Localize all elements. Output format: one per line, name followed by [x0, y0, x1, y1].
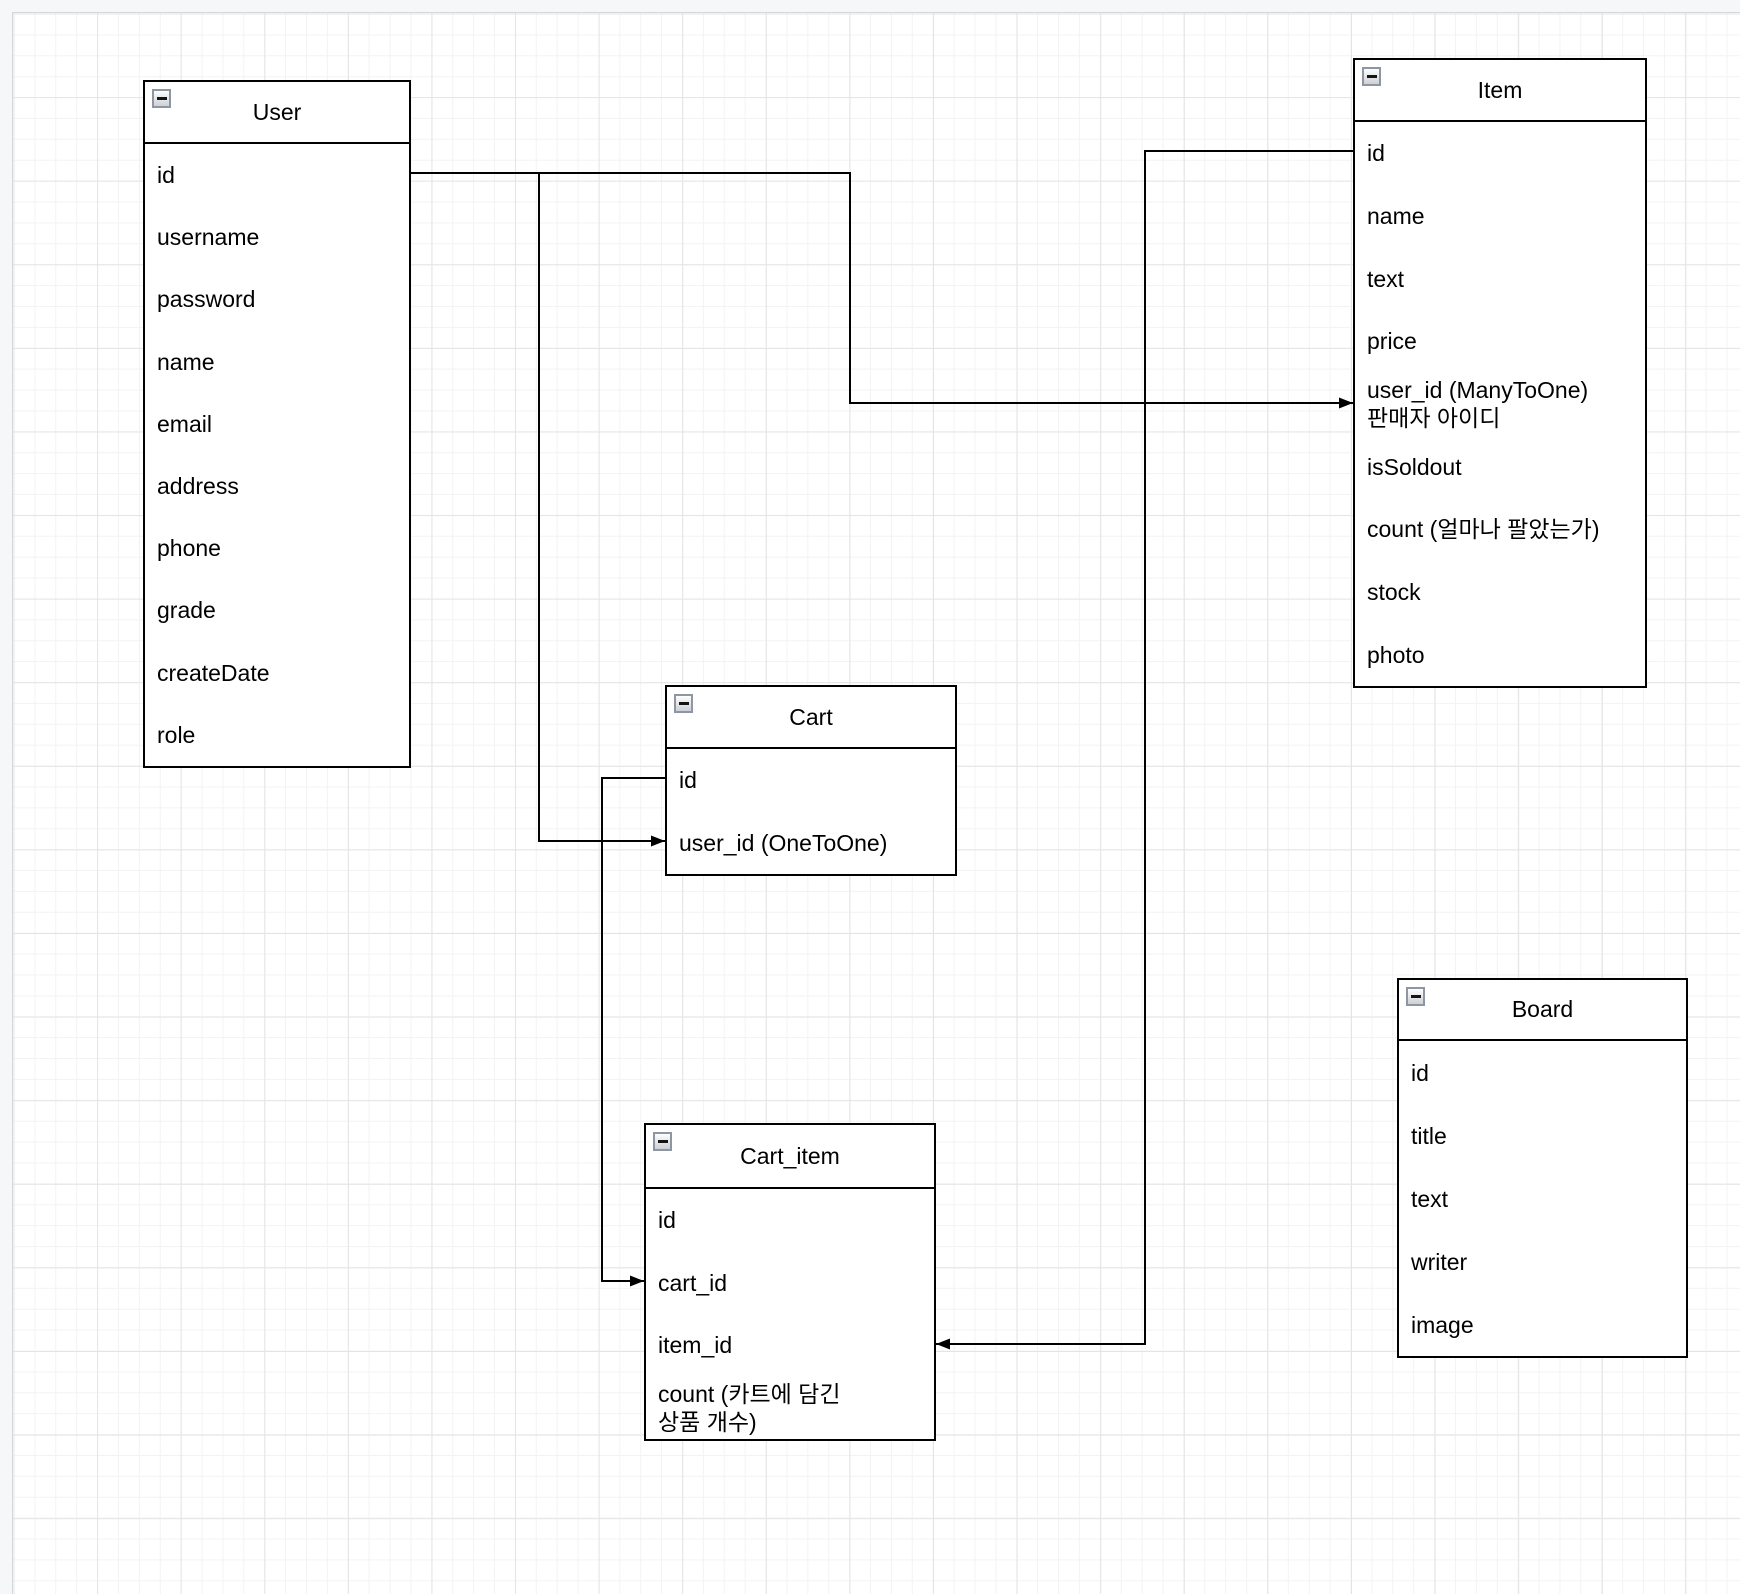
field-label: username [157, 224, 260, 251]
table-cart[interactable]: Cart id user_id (OneToOne) [665, 685, 957, 876]
minus-glyph [678, 702, 689, 705]
minus-glyph [1410, 995, 1421, 998]
field-label: name [1367, 203, 1425, 230]
field-label: photo [1367, 641, 1425, 668]
table-row-item-6[interactable]: count (얼마나 팔았는가) [1355, 498, 1645, 561]
table-row-board-4[interactable]: image [1399, 1293, 1686, 1356]
table-row-cart_item-1[interactable]: cart_id [646, 1252, 934, 1315]
table-item[interactable]: Item id name text price user_id (ManyToOne) 판… [1353, 58, 1647, 689]
collapse-minus-icon[interactable] [653, 1132, 672, 1151]
field-label: createDate [157, 659, 270, 686]
table-title: Cart [789, 703, 833, 730]
field-label: text [1367, 265, 1405, 292]
table-row-item-4[interactable]: user_id (ManyToOne) 판매자 아이디 [1355, 373, 1645, 436]
field-label: id [1411, 1059, 1429, 1086]
table-header[interactable]: Board [1399, 980, 1686, 1041]
table-row-cart_item-3[interactable]: count (카트에 담긴 상품 개수) [646, 1377, 934, 1440]
field-label: address [157, 473, 239, 500]
table-row-item-3[interactable]: price [1355, 310, 1645, 373]
field-label: image [1411, 1311, 1474, 1338]
field-label: id [679, 767, 697, 794]
table-rows: id user_id (OneToOne) [667, 749, 955, 874]
table-title: Cart_item [740, 1142, 840, 1169]
table-row-item-2[interactable]: text [1355, 247, 1645, 310]
field-label: phone [157, 535, 221, 562]
table-title: Item [1477, 76, 1523, 103]
field-label: count (얼마나 팔았는가) [1367, 516, 1600, 543]
table-row-board-3[interactable]: writer [1399, 1230, 1686, 1293]
table-board[interactable]: Board id title text writer image [1397, 978, 1688, 1358]
table-row-user-2[interactable]: password [145, 268, 409, 330]
field-label: user_id (ManyToOne) 판매자 아이디 [1367, 377, 1589, 432]
table-title: Board [1511, 996, 1574, 1022]
collapse-minus-icon[interactable] [1406, 987, 1425, 1006]
collapse-minus-icon[interactable] [674, 694, 693, 713]
table-rows: id name text price user_id (ManyToOne) 판매자 아… [1355, 122, 1645, 686]
edge-cart-id-to-cart_item-cart_id[interactable] [601, 777, 665, 1287]
table-row-cart_item-0[interactable]: id [646, 1189, 934, 1252]
table-header[interactable]: Cart [667, 687, 955, 749]
field-label: text [1411, 1185, 1449, 1212]
table-title: User [252, 98, 302, 125]
table-row-user-8[interactable]: createDate [145, 642, 409, 704]
table-row-user-9[interactable]: role [145, 704, 409, 766]
field-label: title [1411, 1122, 1447, 1149]
table-row-board-1[interactable]: title [1399, 1104, 1686, 1167]
table-row-board-2[interactable]: text [1399, 1167, 1686, 1230]
table-header[interactable]: User [145, 82, 409, 144]
table-row-item-5[interactable]: isSoldout [1355, 435, 1645, 498]
field-label: count (카트에 담긴 상품 개수) [658, 1380, 841, 1435]
field-label: name [157, 348, 215, 375]
field-label: grade [157, 597, 216, 624]
field-label: role [157, 721, 196, 748]
table-header[interactable]: Item [1355, 60, 1645, 122]
field-label: email [157, 410, 212, 437]
field-label: cart_id [658, 1269, 728, 1296]
edge-user-id-to-cart-user_id[interactable] [538, 173, 665, 847]
field-label: password [157, 286, 256, 313]
table-row-board-0[interactable]: id [1399, 1041, 1686, 1104]
minus-glyph [156, 97, 167, 100]
field-label: writer [1411, 1248, 1468, 1275]
table-row-user-1[interactable]: username [145, 206, 409, 268]
field-label: stock [1367, 579, 1421, 606]
table-row-item-0[interactable]: id [1355, 122, 1645, 185]
table-row-cart-1[interactable]: user_id (OneToOne) [667, 812, 955, 875]
minus-glyph [657, 1140, 668, 1143]
field-label: id [1367, 140, 1385, 167]
field-label: user_id (OneToOne) [679, 829, 888, 856]
field-label: id [658, 1207, 676, 1234]
edge-user-id-to-item-user_id[interactable] [411, 172, 1353, 409]
collapse-minus-icon[interactable] [1362, 67, 1381, 86]
table-user[interactable]: User id username password name email address ph… [143, 80, 411, 768]
table-row-user-5[interactable]: address [145, 455, 409, 517]
field-label: isSoldout [1367, 453, 1462, 480]
table-row-user-3[interactable]: name [145, 331, 409, 393]
field-label: item_id [658, 1332, 733, 1359]
table-row-user-7[interactable]: grade [145, 579, 409, 641]
table-rows: id username password name email address phone g… [145, 144, 409, 766]
table-rows: id title text writer image [1399, 1041, 1686, 1356]
table-row-user-6[interactable]: phone [145, 517, 409, 579]
table-row-user-4[interactable]: email [145, 393, 409, 455]
field-label: price [1367, 328, 1417, 355]
table-row-item-1[interactable]: name [1355, 185, 1645, 248]
table-row-cart-0[interactable]: id [667, 749, 955, 812]
collapse-minus-icon[interactable] [152, 89, 171, 108]
table-row-user-0[interactable]: id [145, 144, 409, 206]
minus-glyph [1366, 75, 1377, 78]
table-row-item-7[interactable]: stock [1355, 561, 1645, 624]
table-row-cart_item-2[interactable]: item_id [646, 1314, 934, 1377]
field-label: id [157, 162, 175, 189]
table-row-item-8[interactable]: photo [1355, 624, 1645, 687]
table-header[interactable]: Cart_item [646, 1125, 934, 1189]
edge-item-id-to-cart_item-item_id[interactable] [936, 150, 1353, 1350]
